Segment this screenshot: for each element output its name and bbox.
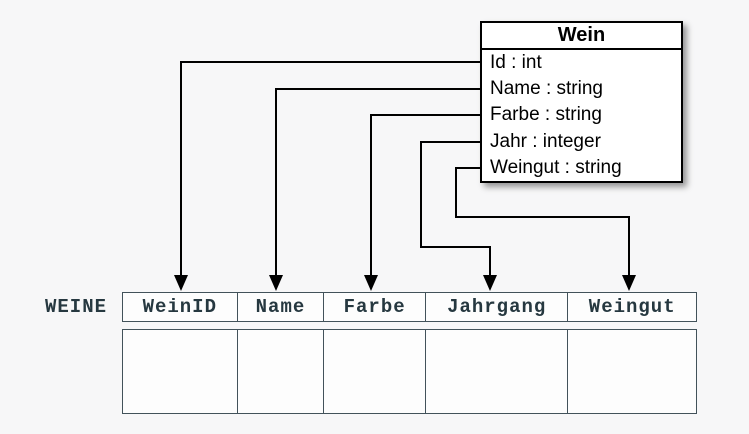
class-attribute-name: Name : string [490,78,603,100]
column-header-weinid: WeinID [123,293,238,321]
class-attribute-id: Id : int [490,52,542,73]
uml-class-wein: Wein Id : int Name : string Farbe : stri… [480,21,683,183]
class-attribute-jahr: Jahr : integer [490,130,601,152]
arrowhead-weinid-icon [174,275,188,291]
class-attribute-weingut: Weingut : string [490,156,622,178]
connector-jahr-to-jahrgang [420,141,491,277]
arrowhead-name-icon [269,275,283,291]
connector-farbe-to-farbe [370,114,480,277]
column-header-weingut: Weingut [588,296,676,318]
class-attribute-list: Id : int Name : string Farbe : string Ja… [482,50,681,181]
column-header-farbe: Farbe [324,293,426,321]
table-name-label: WEINE [44,296,107,318]
table-cell-name-empty [238,330,325,413]
class-attribute-farbe: Farbe : string [490,104,602,126]
column-header-jahrgang: Jahrgang [426,293,569,321]
connector-weingut-to-weingut [455,167,630,277]
table-cell-farbe-empty [324,330,426,413]
connector-id-to-weinid [180,61,480,277]
table-cell-weinid-empty [123,330,238,413]
arrowhead-jahrgang-icon [483,275,497,291]
class-title: Wein [482,23,681,50]
column-header-name: Name [238,293,325,321]
arrowhead-farbe-icon [364,275,378,291]
table-cell-jahrgang-empty [426,330,569,413]
table-body-row [122,329,697,414]
table-header-row: WeinID Name Farbe Jahrgang Weingut [122,292,697,322]
connector-name-to-name [275,88,480,277]
table-cell-weingut-empty [568,330,696,413]
arrowhead-weingut-icon [622,275,636,291]
